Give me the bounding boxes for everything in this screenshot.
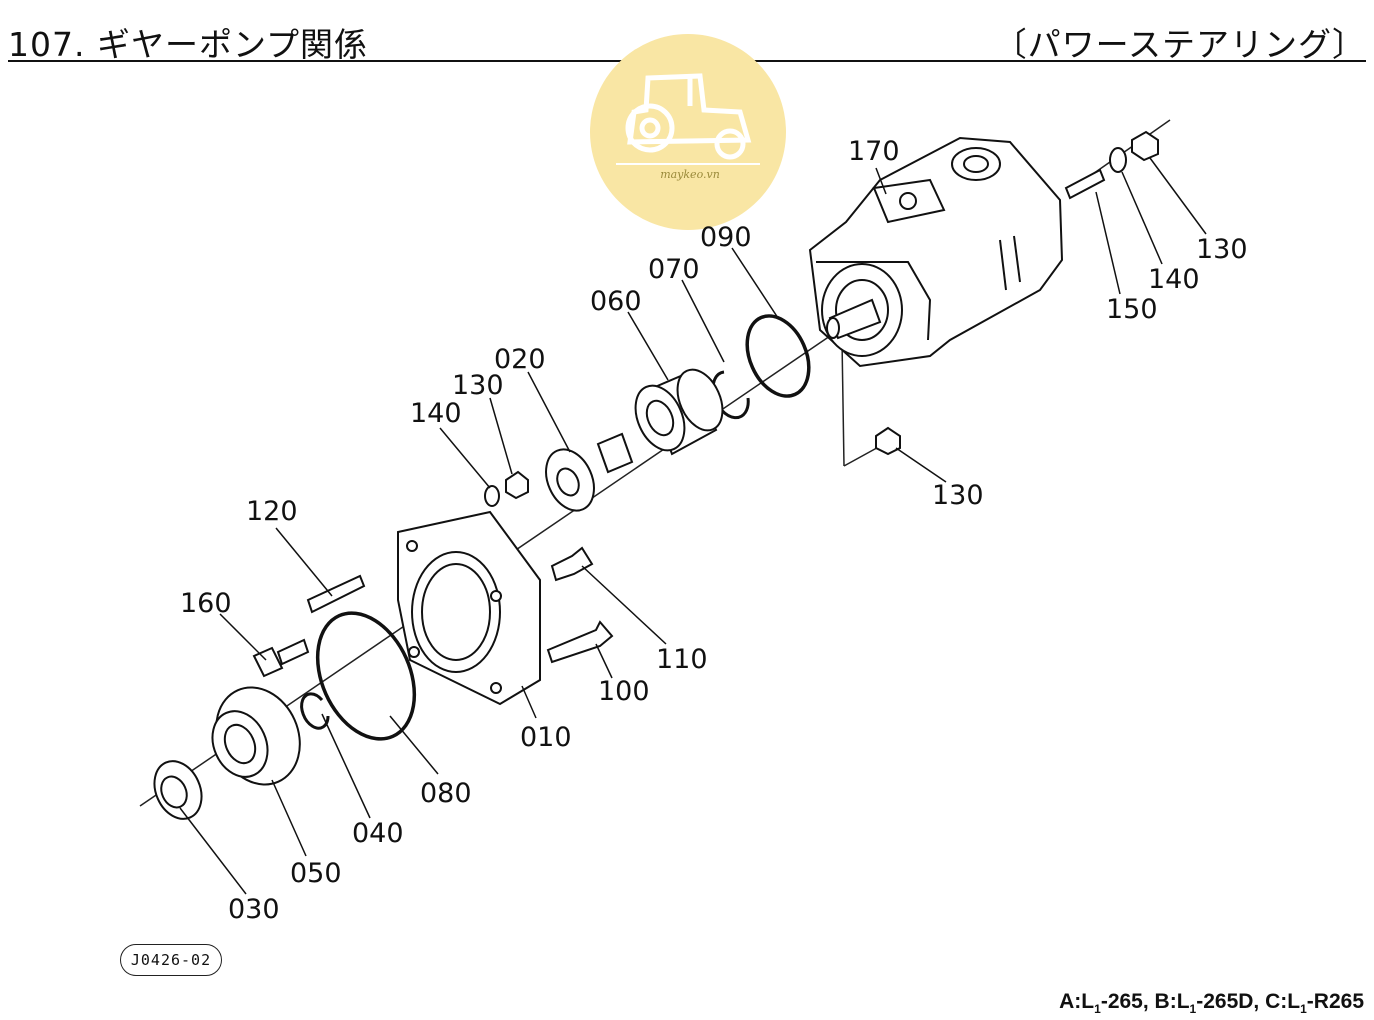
model-b-rest: -265D,: [1196, 990, 1260, 1013]
callout-120: 120: [246, 496, 298, 527]
callout-170: 170: [848, 136, 900, 167]
model-c-rest: -R265: [1306, 990, 1364, 1013]
callout-040: 040: [352, 818, 404, 849]
watermark-text: maykeo.vn: [660, 168, 720, 181]
part-170-pump-body: [808, 136, 1064, 368]
part-110-bolt: [550, 546, 594, 582]
part-140-washer-right: [1109, 147, 1127, 173]
callout-030: 030: [228, 894, 280, 925]
part-130-nut-lower: [875, 426, 901, 456]
callout-130-lower: 130: [932, 480, 984, 511]
callout-080: 080: [420, 778, 472, 809]
model-c-prefix: C:L: [1265, 990, 1301, 1013]
tractor-icon: [625, 73, 752, 160]
header: 107. ギヤーポンプ関係 〔パワーステアリング〕: [8, 12, 1366, 64]
callout-060: 060: [590, 286, 642, 317]
part-080-o-ring: [315, 611, 417, 741]
callout-150: 150: [1106, 294, 1158, 325]
model-applicability-note: A:L1-265, B:L1-265D, C:L1-R265: [1059, 990, 1364, 1016]
page-title: 107. ギヤーポンプ関係: [8, 25, 368, 64]
section-title: 〔パワーステアリング〕: [993, 25, 1366, 64]
part-100-bolt: [546, 620, 614, 664]
part-120-stud: [306, 574, 366, 614]
callout-050: 050: [290, 858, 342, 889]
part-150-stud: [1064, 168, 1106, 200]
callout-070: 070: [648, 254, 700, 285]
part-050-gear: [211, 686, 301, 786]
part-060-bearing: [634, 368, 724, 456]
callout-010: 010: [520, 722, 572, 753]
drawing-code-badge: J0426-02: [120, 944, 222, 976]
callout-140-right: 140: [1148, 264, 1200, 295]
model-b-sub: 1: [1189, 1002, 1197, 1017]
part-090-o-ring: [745, 314, 811, 398]
callout-100: 100: [598, 676, 650, 707]
callout-160: 160: [180, 588, 232, 619]
model-c-sub: 1: [1300, 1002, 1307, 1017]
part-010-housing: [397, 510, 541, 706]
part-130-nut: [505, 470, 529, 500]
part-040-snap-ring: [300, 692, 330, 730]
callout-130-upper: 130: [452, 370, 504, 401]
part-160-bolt: [252, 638, 310, 678]
watermark-logo: maykeo.vn: [590, 34, 786, 230]
part-020-drive-gear: [545, 432, 634, 512]
callout-140-upper: 140: [410, 398, 462, 429]
model-b-prefix: B:L: [1154, 990, 1190, 1013]
callout-130-right: 130: [1196, 234, 1248, 265]
model-a-sub: 1: [1094, 1002, 1101, 1017]
callout-110: 110: [656, 644, 708, 675]
callout-090: 090: [700, 222, 752, 253]
model-a-rest: -265,: [1100, 990, 1149, 1013]
part-030-oil-seal: [153, 760, 203, 820]
model-a-prefix: A:L: [1059, 990, 1095, 1013]
part-140-washer: [484, 485, 500, 507]
part-130-nut-right: [1131, 130, 1159, 162]
callout-020: 020: [494, 344, 546, 375]
